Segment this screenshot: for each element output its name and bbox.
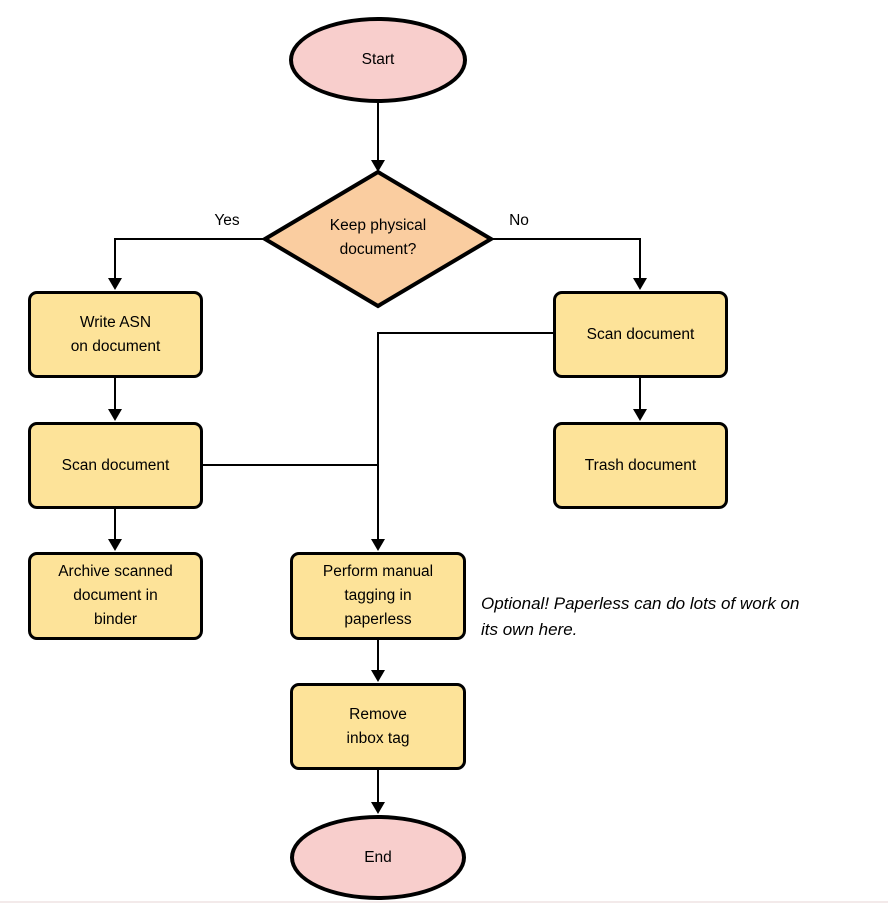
node-write-asn-label: Write ASN on document xyxy=(70,313,161,355)
node-scan-document-right-label: Scan document xyxy=(586,325,695,343)
node-scan-document-right: Scan document xyxy=(553,291,728,378)
node-end-label: End xyxy=(364,848,392,866)
decision-diamond-shape xyxy=(261,169,495,309)
bottom-divider xyxy=(0,901,888,903)
node-archive-binder-label: Archive scanned document in binder xyxy=(58,563,173,628)
node-end: End xyxy=(290,815,466,900)
node-archive-binder: Archive scanned document in binder xyxy=(28,552,203,640)
node-scan-document-left: Scan document xyxy=(28,422,203,509)
arrowhead-remove-inbox-end xyxy=(371,802,385,814)
arrowhead-decision-scan-right xyxy=(633,278,647,290)
arrowhead-decision-write-asn xyxy=(108,278,122,290)
node-trash-document-label: Trash document xyxy=(584,456,697,474)
node-scan-document-left-label: Scan document xyxy=(61,456,170,474)
annotation-note: Optional! Paperless can do lots of work … xyxy=(481,594,800,639)
edge-label-no: No xyxy=(509,212,529,229)
arrowhead-scan-left-archive xyxy=(108,539,122,551)
arrowhead-write-asn-scan-left xyxy=(108,409,122,421)
edge-label-yes: Yes xyxy=(214,212,240,229)
node-manual-tagging-label: Perform manual tagging in paperless xyxy=(322,563,434,628)
arrowhead-tagging-remove-inbox xyxy=(371,670,385,682)
edge-scan-right-tagging xyxy=(377,332,553,541)
arrowhead-start-decision xyxy=(371,160,385,172)
arrowhead-scan-right-trash xyxy=(633,409,647,421)
node-remove-inbox-tag-label: Remove inbox tag xyxy=(346,705,410,747)
node-remove-inbox-tag: Remove inbox tag xyxy=(290,683,466,770)
edge-decision-write-asn xyxy=(114,238,265,280)
edge-decision-scan-right xyxy=(491,238,641,280)
arrowhead-into-tagging xyxy=(371,539,385,551)
node-decision-label: Keep physical document? xyxy=(329,217,427,258)
node-trash-document: Trash document xyxy=(553,422,728,509)
node-write-asn: Write ASN on document xyxy=(28,291,203,378)
node-start-label: Start xyxy=(361,51,395,68)
node-start: Start xyxy=(289,17,467,103)
node-manual-tagging: Perform manual tagging in paperless xyxy=(290,552,466,640)
